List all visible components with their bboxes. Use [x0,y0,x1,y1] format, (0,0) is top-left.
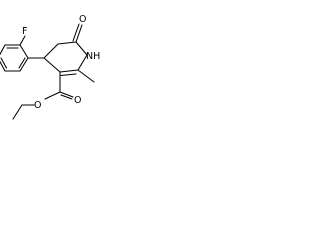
bond-ph4-ph5 [0,60,6,72]
bond-ph2-f [19,35,26,46]
bond-c6-o [75,24,83,43]
bond-ph3-ph4 [0,44,6,56]
bond-ester-c-oether [44,91,61,100]
bond-c2-c3 [59,69,79,73]
nh-label: NH [86,51,100,62]
bond-c2-c3-double [60,73,77,77]
fluorine-label: F [22,26,27,37]
bond-ester-c-o-double [59,91,74,98]
bond-c2-methyl [77,69,95,83]
bond-n1-c2 [77,54,88,71]
ester-carbonyl-oxygen-label: O [74,95,81,106]
bond-c6-n1 [75,41,88,56]
bond-c4-c5 [43,43,59,59]
molecule-canvas: F O NH O O [0,0,106,126]
bond-ester-c-o-double-2 [60,94,73,100]
molecule-structure: F O NH O O [0,14,100,120]
bond-c5-c6 [57,41,77,45]
bond-ph-inner-2 [0,57,8,69]
lactam-oxygen-label: O [79,14,86,25]
bond-ph1-ph2 [19,44,29,59]
bond-c3-c4 [43,57,61,73]
bond-ph6-ph1 [19,57,29,72]
bond-c6-o-double [72,23,80,42]
bond-ph-inner-3 [18,57,26,69]
bond-ch2-ch3 [12,104,23,120]
ester-ether-oxygen-label: O [34,100,41,111]
